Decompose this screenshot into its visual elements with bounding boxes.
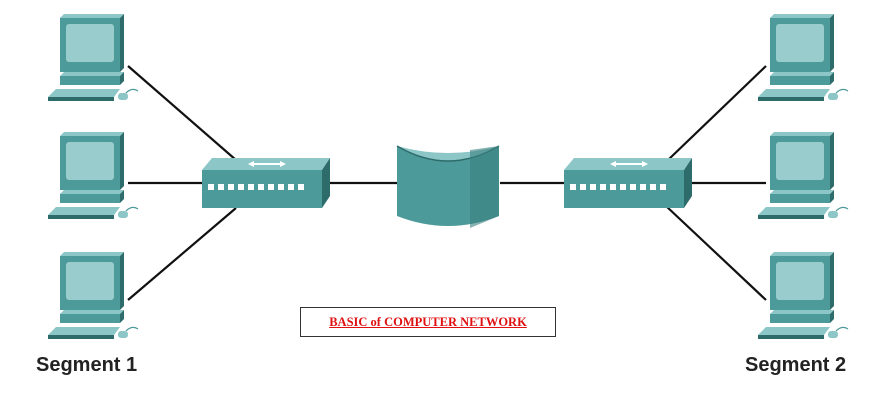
hub-icon	[563, 157, 693, 209]
links	[127, 65, 767, 301]
segment-1-label: Segment 1	[36, 354, 138, 376]
caption-title: BASIC of COMPUTER NETWORK	[329, 314, 527, 329]
desktop-computer-icon	[47, 13, 139, 102]
desktop-computer-icon	[757, 13, 849, 102]
hub-icon	[201, 157, 331, 209]
segment-2-label: Segment 2	[745, 354, 847, 376]
bridge-icon	[396, 145, 500, 228]
link-pc1-hub1	[127, 65, 237, 161]
link-hub2-pc4	[667, 65, 767, 161]
desktop-computer-icon	[47, 131, 139, 220]
desktop-computer-icon	[757, 131, 849, 220]
link-pc3-hub1	[127, 207, 237, 301]
desktop-computer-icon	[47, 251, 139, 340]
caption-box: BASIC of COMPUTER NETWORK	[300, 307, 556, 337]
link-hub2-pc6	[665, 205, 767, 301]
desktop-computer-icon	[757, 251, 849, 340]
